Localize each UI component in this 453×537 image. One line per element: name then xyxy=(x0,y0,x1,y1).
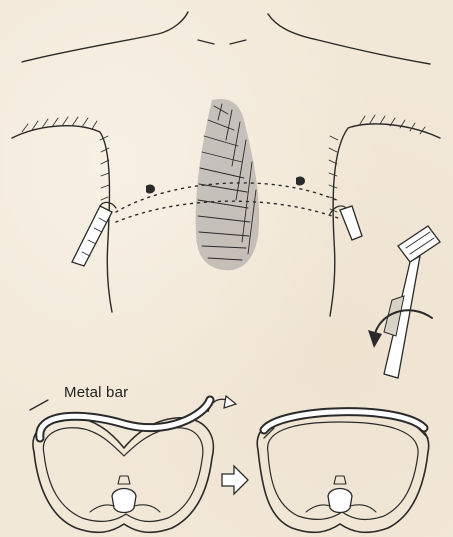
bar-bender-tool xyxy=(368,226,440,378)
left-nipple xyxy=(146,185,155,194)
outer-wall-after xyxy=(257,410,428,532)
left-introducer xyxy=(72,202,116,266)
chest-front-view xyxy=(12,12,440,378)
cross-section-after xyxy=(257,410,428,532)
metal-bar-label: Metal bar xyxy=(64,384,128,401)
sternal-depression xyxy=(196,99,259,270)
right-nipple xyxy=(296,177,305,186)
left-shoulder-line xyxy=(22,12,188,62)
transition-arrow xyxy=(222,466,248,494)
clavicle-notch xyxy=(198,40,246,44)
label-leader-line xyxy=(30,400,48,410)
vertebra-after xyxy=(328,489,352,513)
rotation-arrow-head xyxy=(368,330,382,348)
vertebra-before xyxy=(112,489,136,513)
right-shoulder-line xyxy=(268,14,430,64)
bar-stabilizers xyxy=(264,428,428,438)
cross-section-before xyxy=(30,396,236,532)
